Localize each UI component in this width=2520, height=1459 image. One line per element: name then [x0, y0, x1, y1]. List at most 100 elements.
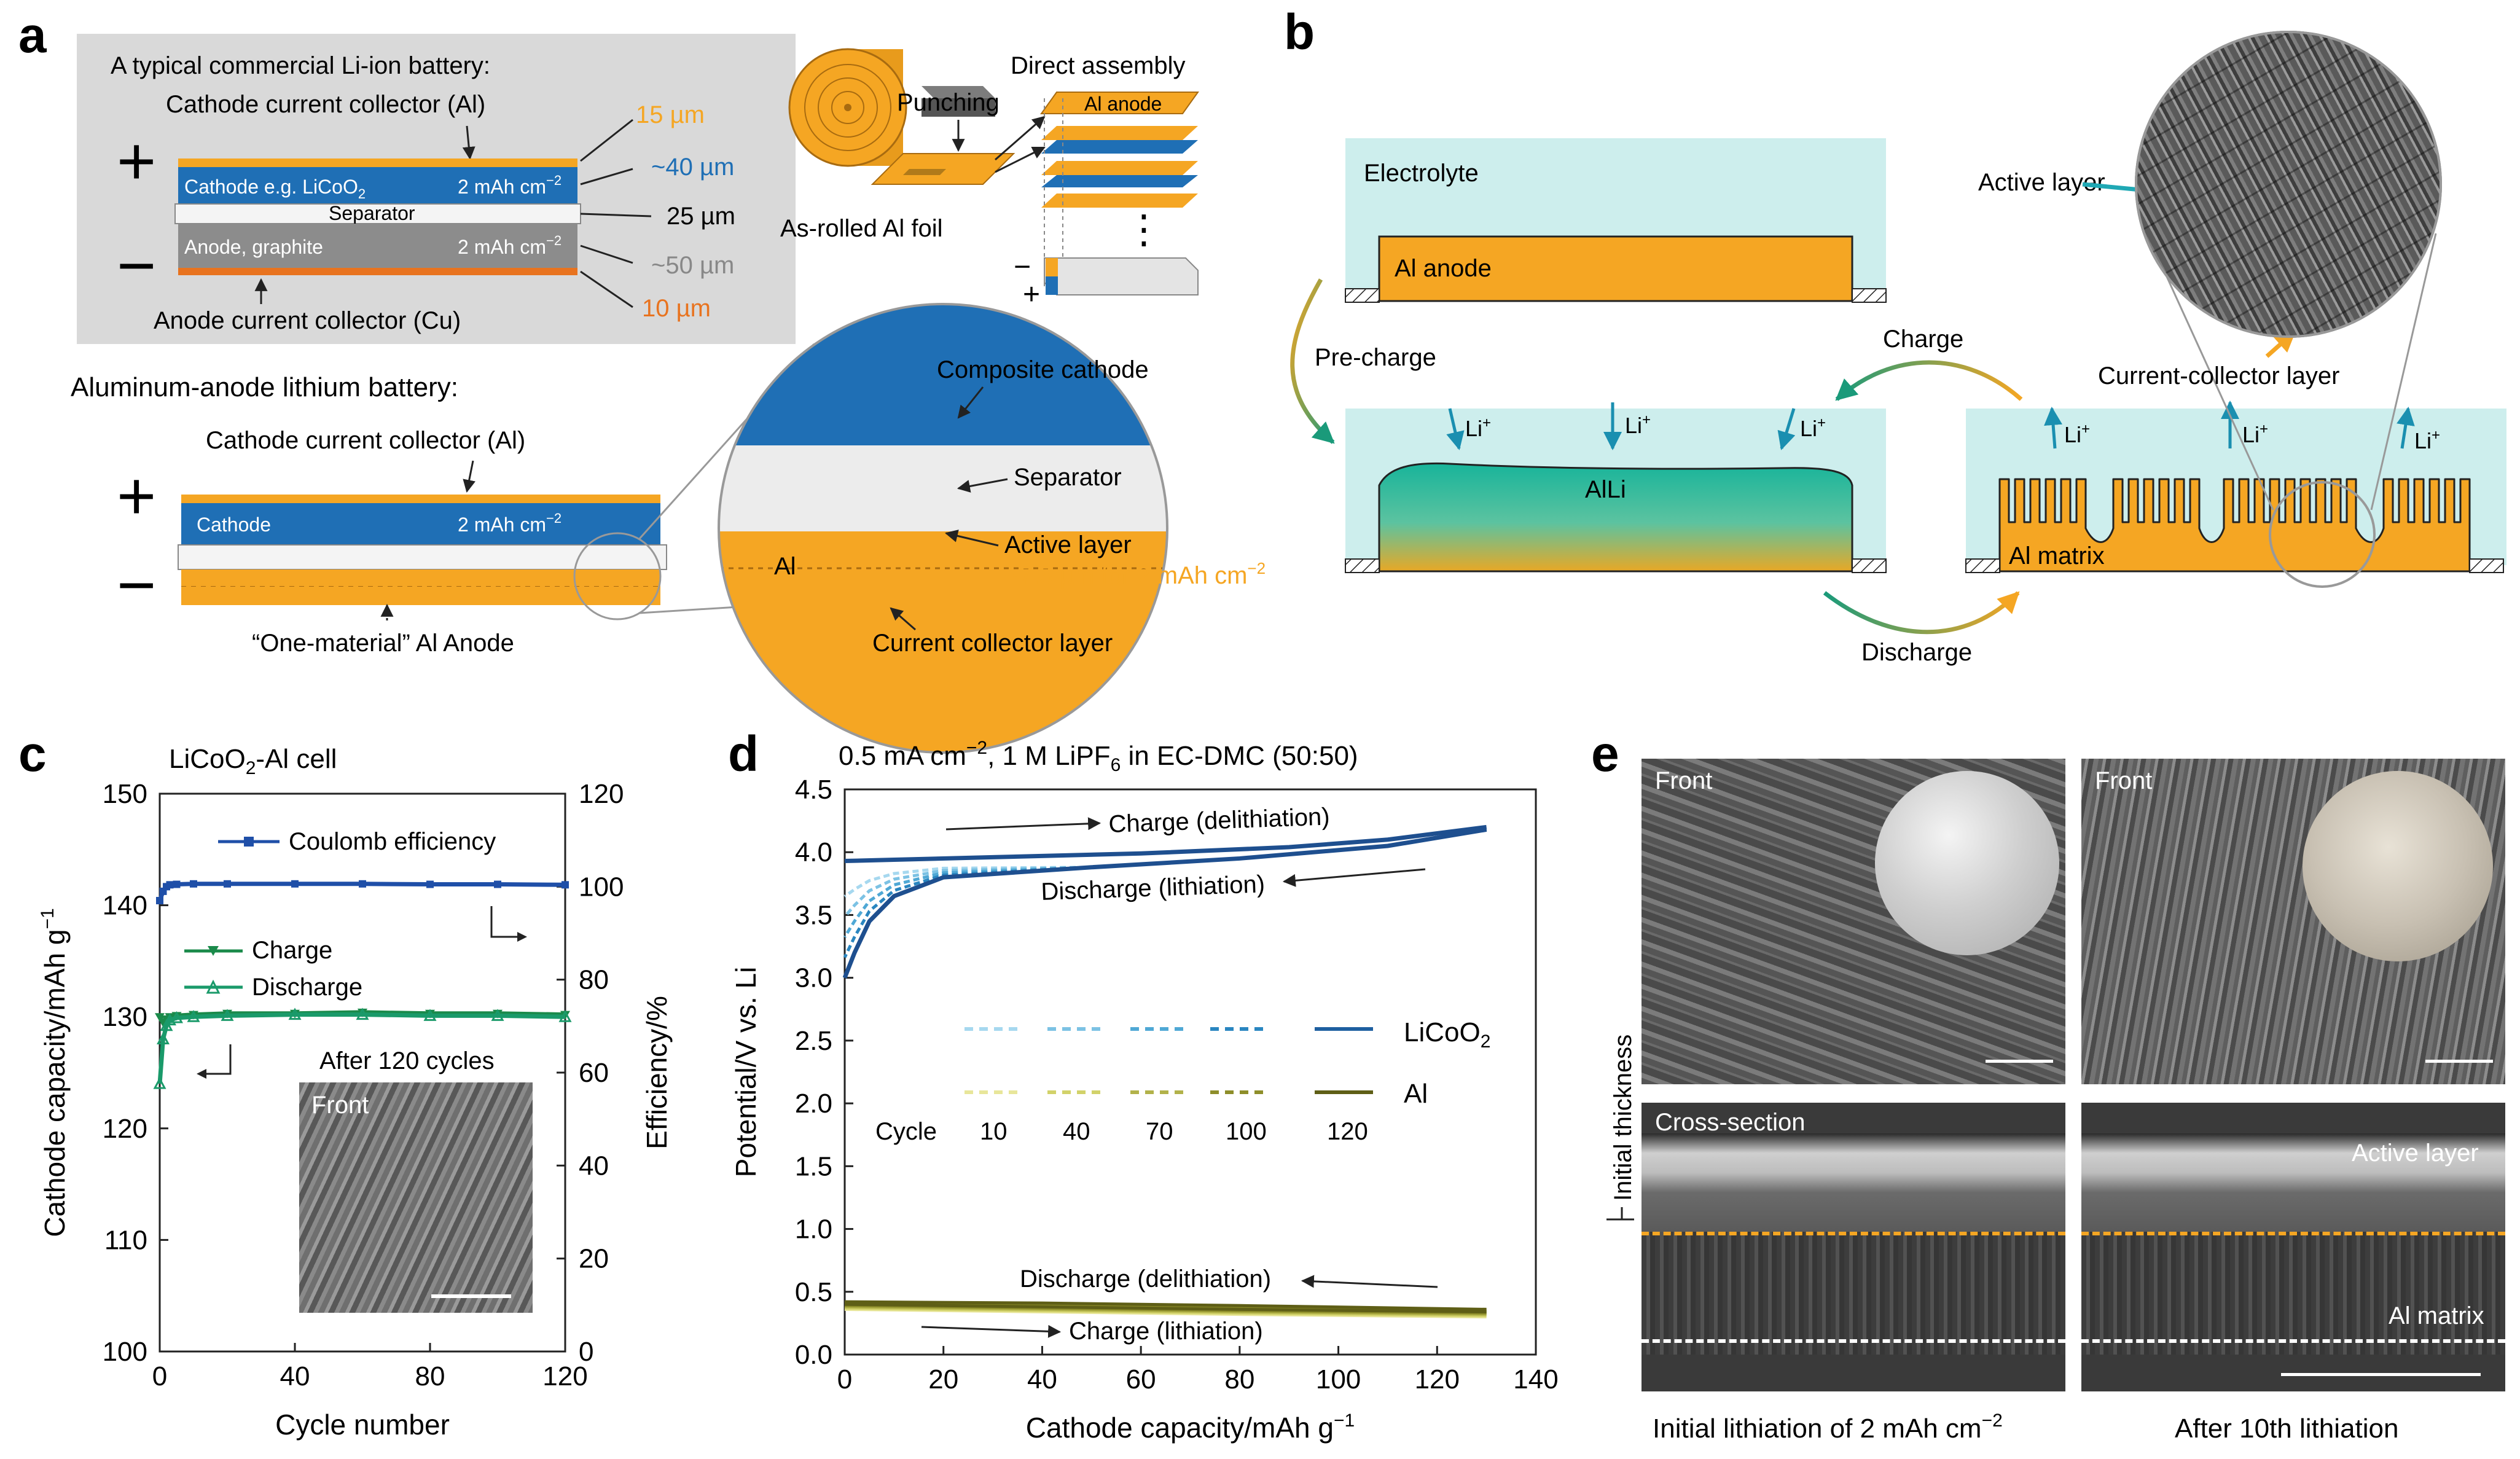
- sem-cross-left: Cross-section: [1642, 1103, 2065, 1391]
- disc-photo-left: [1875, 771, 2059, 955]
- inset-title-c: After 120 cycles: [319, 1047, 495, 1074]
- electrolyte-label: Electrolyte: [1364, 160, 1479, 187]
- minus-sign-1: −: [117, 228, 156, 303]
- alli-block: [1378, 462, 1853, 573]
- white-dash-left: [1642, 1339, 2065, 1343]
- dim-separator: 25 µm: [667, 203, 735, 230]
- one-material-label: “One-material” Al Anode: [252, 630, 514, 657]
- discharge-point: [288, 1007, 302, 1020]
- li-in-arrows: [1446, 402, 1796, 450]
- y-right-axis-label-c: Efficiency/%: [641, 996, 673, 1149]
- zoom-ring-small: [573, 532, 662, 620]
- al-anode-block: [1378, 235, 1853, 302]
- cycle-10: 10: [980, 1118, 1008, 1145]
- plus-sign-2: +: [117, 458, 156, 534]
- active-layer-label-b: Active layer: [1978, 169, 2105, 196]
- y-tick-label-d: 3.0: [795, 963, 832, 993]
- al-cathode-cc-pointer: [463, 460, 476, 493]
- cu-cc-layer: [178, 268, 577, 275]
- ce-point: [190, 880, 197, 888]
- ce-point: [426, 880, 434, 888]
- li-out-arrows: [2044, 401, 2415, 449]
- discharge-point: [356, 1007, 369, 1020]
- dim-anode: ~50 µm: [651, 252, 734, 279]
- discharge-point: [170, 1011, 183, 1023]
- disc-photo-right: [2303, 771, 2493, 961]
- y-axis-label-c: Cathode capacity/mAh g−1: [37, 908, 71, 1237]
- active-thickness-label: ~7.5 µm for 2 mAh cm−2: [1004, 559, 1266, 589]
- al-separator: [178, 544, 667, 570]
- legend-discharge: Discharge: [252, 974, 362, 1001]
- x-tick-label-c: 40: [280, 1361, 310, 1391]
- y-tick-label-d: 1.0: [795, 1215, 832, 1245]
- al-cathode-cc-label: Cathode current collector (Al): [206, 427, 525, 454]
- panel-letter-d: d: [728, 726, 759, 782]
- cross-right-active: [2081, 1133, 2505, 1232]
- anode-capacity-label: 2 mAh cm−2: [458, 233, 562, 258]
- al-cathode-cap: 2 mAh cm−2: [458, 510, 562, 536]
- sem-image-b: [2135, 31, 2442, 338]
- x-tick-label-d: 120: [1415, 1364, 1460, 1394]
- as-rolled-label: As-rolled Al foil: [780, 215, 943, 242]
- zoom-circle-a: [718, 303, 1168, 754]
- stack-assembly: Al anode ⋮ − +: [1014, 92, 1199, 311]
- x-tick-label-c: 120: [542, 1361, 587, 1391]
- y-tick-label-d: 2.0: [795, 1089, 832, 1119]
- sem-front-right: Front: [2081, 759, 2505, 1084]
- al-battery-title: Aluminum-anode lithium battery:: [71, 372, 458, 402]
- al-anode-block-label: Al anode: [1395, 255, 1492, 282]
- active-layer-label-e: Active layer: [2352, 1140, 2479, 1167]
- discharge-point: [221, 1009, 234, 1021]
- right-axis-indicator-head: [517, 932, 527, 942]
- y-tick-label-c: 120: [103, 1114, 147, 1144]
- separator2-pointer: [957, 478, 1008, 493]
- x-axis-label-c: Cycle number: [275, 1409, 450, 1441]
- conventional-title: A typical commercial Li-ion battery:: [111, 52, 490, 79]
- ce-point: [224, 880, 231, 888]
- composite-cathode-pointer: [957, 386, 984, 419]
- plot-frame-d: [843, 788, 1537, 1356]
- y-tick-label-c: 130: [103, 1002, 147, 1032]
- discharge-label: Discharge: [1861, 639, 1972, 666]
- discharge-point: [160, 1019, 173, 1031]
- y-tick-label-d: 3.5: [795, 900, 832, 930]
- stack-dots: ⋮: [1124, 207, 1164, 251]
- punching-tool: [922, 86, 995, 152]
- anode-graphite-label: Anode, graphite: [184, 236, 323, 258]
- y-right-tick-label-c: 80: [579, 965, 609, 995]
- assembly-arrow-2: [995, 146, 1046, 173]
- li-out-3: Li+: [2414, 427, 2440, 453]
- pre-charge-arrow: [1290, 278, 1335, 444]
- legend-discharge-marker: [206, 979, 221, 994]
- y-right-tick-label-c: 20: [579, 1244, 609, 1274]
- y-right-tick-label-c: 100: [579, 872, 624, 902]
- cycle-label: Cycle: [875, 1118, 937, 1145]
- hatch-3l: [1965, 558, 2000, 573]
- y-right-tick-label-c: 40: [579, 1151, 609, 1181]
- orange-dash-left: [1642, 1232, 2065, 1235]
- scale-bar-e2: [2425, 1060, 2493, 1063]
- cycle-70: 70: [1146, 1118, 1173, 1145]
- cap-left-e: Initial lithiation of 2 mAh cm−2: [1653, 1410, 2003, 1444]
- y-tick-label-d: 4.0: [795, 837, 832, 867]
- rolled-al-foil: [788, 48, 1015, 185]
- discharge-top-label: Discharge (lithiation): [1041, 870, 1266, 906]
- panel-e: e Initial thickness Initial lithiation o…: [1591, 726, 2398, 1444]
- cc-layer-label-b: Current-collector layer: [2098, 362, 2339, 389]
- legend-ce: Coulomb efficiency: [289, 828, 496, 855]
- al-charge-curve: [844, 1302, 1487, 1313]
- y-tick-label-c: 110: [104, 1225, 147, 1255]
- legend-charge-marker: [208, 946, 219, 956]
- discharge-point: [558, 1010, 572, 1022]
- ce-point: [156, 897, 163, 905]
- sem-cross-right: Active layer Al matrix: [2081, 1103, 2505, 1391]
- right-axis-indicator: [490, 906, 522, 938]
- cross-left-matrix: [1642, 1232, 2065, 1355]
- x-tick-label-d: 40: [1027, 1364, 1057, 1394]
- cycle-120: 120: [1327, 1118, 1368, 1145]
- active-layer-pointer-a: [944, 530, 999, 547]
- zoom-ring-b: [2269, 481, 2376, 588]
- ce-point: [494, 880, 501, 888]
